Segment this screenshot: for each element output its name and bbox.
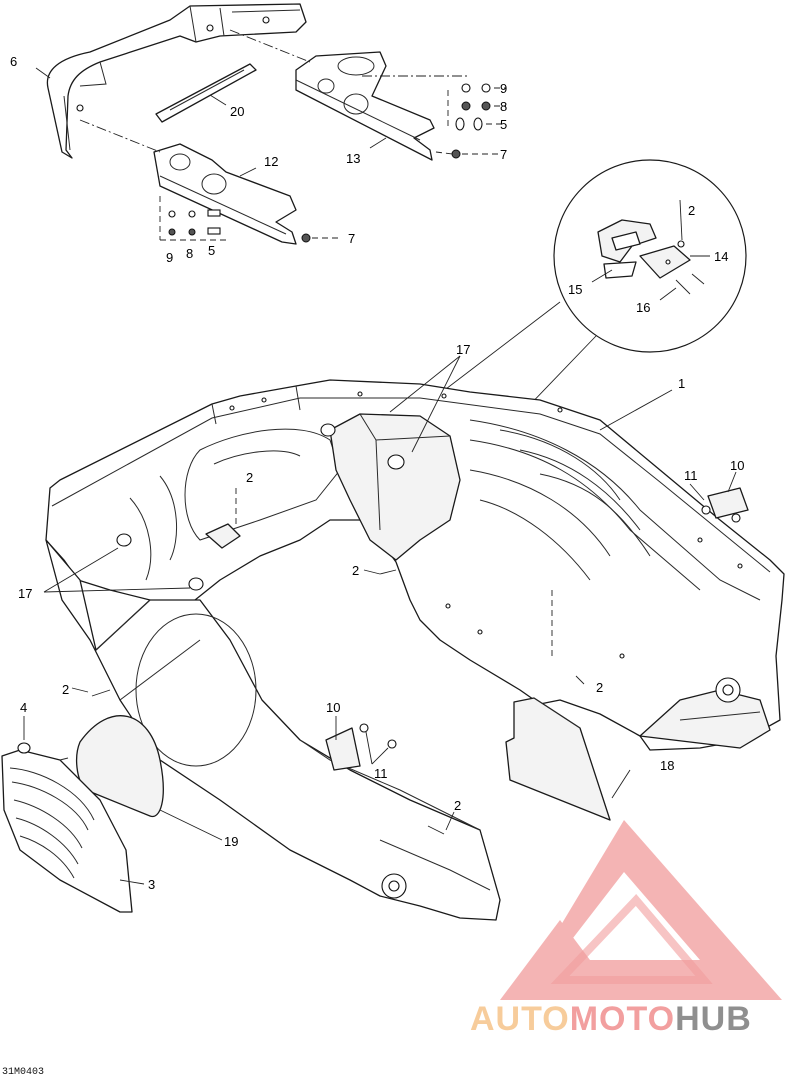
callout-9-left: 9 (166, 250, 173, 265)
fastener-2f (427, 825, 445, 835)
assembly-line-13 (229, 29, 311, 63)
callout-6: 6 (10, 54, 17, 69)
callout-2-upper: 2 (246, 470, 253, 485)
callout-17-left: 17 (18, 586, 32, 601)
part-13-right-bracket (295, 51, 435, 161)
detail-circle (553, 159, 747, 353)
callout-2-middle: 2 (352, 563, 359, 578)
callout-5-left: 5 (208, 243, 215, 258)
callout-11-lower: 11 (374, 766, 388, 781)
leader-17a-2 (411, 355, 461, 453)
callout-7-left: 7 (348, 231, 355, 246)
automotohub-watermark: AUTOMOTOHUB (470, 820, 782, 1038)
callout-9-right: 9 (500, 81, 507, 96)
leader-2c (575, 675, 585, 685)
callout-16: 16 (636, 300, 650, 315)
leader-20 (209, 94, 227, 106)
callout-15: 15 (568, 282, 582, 297)
fastener-2d (379, 569, 397, 575)
leader-16 (659, 287, 677, 301)
leader-17b-2 (43, 587, 191, 593)
part-12-left-bracket (153, 143, 297, 245)
callout-2-lower: 2 (454, 798, 461, 813)
leader-13 (369, 137, 387, 149)
callout-17-top: 17 (456, 342, 470, 357)
part-3-grille (1, 749, 133, 913)
leader-3 (119, 879, 145, 885)
leader-10a (727, 471, 737, 493)
leader-2e (71, 687, 89, 693)
callout-8-right: 8 (500, 99, 507, 114)
part-4-grommet (17, 716, 31, 754)
leader-1 (599, 389, 673, 431)
callout-10-right: 10 (730, 458, 744, 473)
part-19-cover (75, 715, 164, 818)
fastener-2e (91, 689, 111, 697)
reference-code: 31M0403 (2, 1067, 44, 1078)
leader-6 (35, 67, 51, 79)
leader-2d (363, 569, 381, 575)
callout-20: 20 (230, 104, 244, 119)
leader-11a (689, 483, 705, 501)
part-1-main-body (45, 379, 785, 921)
leader-11b-1 (365, 731, 373, 765)
assembly-line-12 (79, 119, 161, 153)
part-20-strip (155, 63, 257, 123)
callout-5-right: 5 (500, 117, 507, 132)
leader-11b-2 (371, 747, 389, 765)
callout-19: 19 (224, 834, 238, 849)
leader-18 (611, 769, 631, 799)
part-18-pad (505, 697, 611, 821)
leader-17a-1 (389, 355, 461, 413)
leader-19 (159, 809, 223, 841)
part-6-bumper (46, 3, 307, 159)
callout-8-left: 8 (186, 246, 193, 261)
callout-13: 13 (346, 151, 360, 166)
callout-10-lower: 10 (326, 700, 340, 715)
hardware-right-group (435, 83, 491, 159)
logo-triangle-icon (500, 820, 782, 1000)
callout-2-detail: 2 (688, 203, 695, 218)
callout-11-right: 11 (684, 468, 698, 483)
callout-3: 3 (148, 877, 155, 892)
hardware-left-group (159, 196, 226, 241)
callout-14: 14 (714, 249, 728, 264)
logo-text-auto: AUTOMOTOHUB (470, 1000, 752, 1038)
leader-12 (239, 167, 257, 177)
leader-2f (445, 811, 455, 831)
leader-15 (591, 269, 613, 283)
callout-7-right: 7 (500, 147, 507, 162)
callout-4: 4 (20, 700, 27, 715)
callout-12: 12 (264, 154, 278, 169)
callout-2-right: 2 (596, 680, 603, 695)
callout-2-left: 2 (62, 682, 69, 697)
callout-18: 18 (660, 758, 674, 773)
callout-labels: 6 20 9 8 5 7 13 12 7 9 8 5 2 14 15 16 17… (2, 54, 744, 1078)
callout-1: 1 (678, 376, 685, 391)
leader-17b-1 (43, 547, 119, 593)
